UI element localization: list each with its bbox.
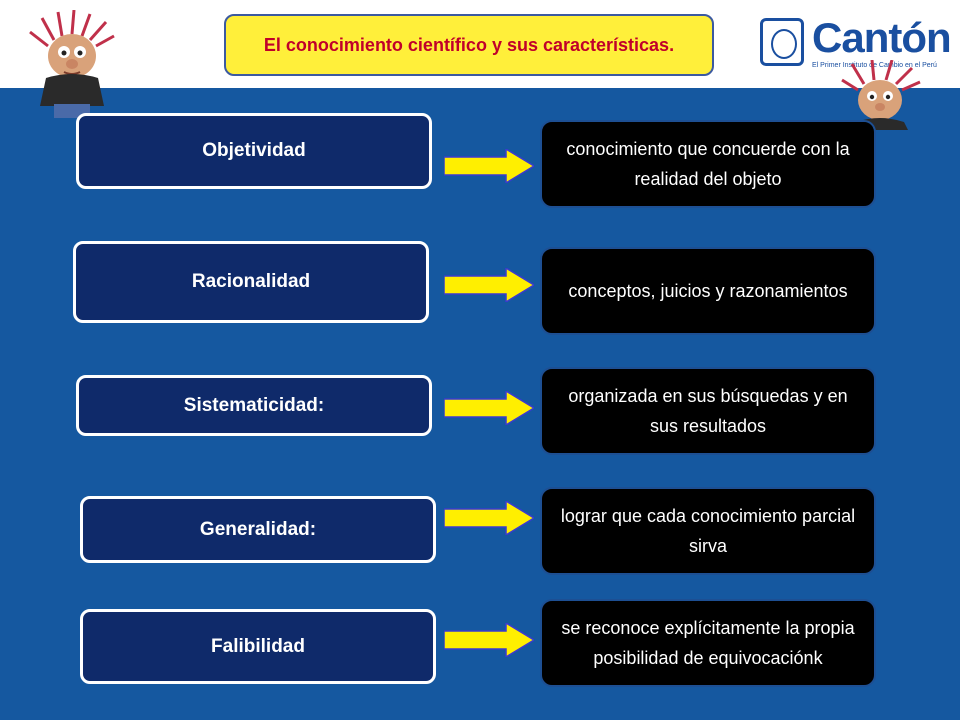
description-box-racionalidad: conceptos, juicios y razonamientos (540, 247, 876, 335)
arrow-right-icon (444, 268, 534, 302)
arrow-right-icon (444, 501, 534, 535)
description-text: organizada en sus búsquedas y en sus res… (568, 386, 848, 436)
term-label: Generalidad: (199, 518, 317, 540)
term-label: Falibilidad (211, 635, 305, 657)
logo-wordmark: Cantón (812, 14, 952, 61)
term-label: Sistematicidad: (183, 394, 325, 416)
description-box-falibilidad: se reconoce explícitamente la propia pos… (540, 599, 876, 687)
description-box-generalidad: lograr que cada conocimiento parcial sir… (540, 487, 876, 575)
description-text: conocimiento que concuerde con la realid… (566, 139, 850, 189)
mascot-character-left (29, 10, 115, 118)
term-box-objetividad: Objetividad (76, 113, 432, 189)
logo-tagline: El Primer Instituto de Cambio en el Perú (812, 62, 937, 69)
slide-title: El conocimiento científico y sus caracte… (224, 14, 714, 76)
arrow-right-icon (444, 391, 534, 425)
term-label: Objetividad (202, 140, 306, 161)
term-label: Racionalidad (191, 271, 311, 292)
term-box-sistematicidad: Sistematicidad: (76, 375, 432, 436)
term-box-racionalidad: Racionalidad (73, 241, 429, 323)
logo-seal (760, 18, 804, 66)
description-text: se reconoce explícitamente la propia pos… (561, 618, 855, 668)
description-box-objetividad: conocimiento que concuerde con la realid… (540, 120, 876, 208)
description-text: conceptos, juicios y razonamientos (568, 281, 848, 301)
logo: Cantón El Primer Instituto de Cambio en … (760, 14, 952, 74)
arrow-right-icon (444, 623, 534, 657)
description-text: lograr que cada conocimiento parcial sir… (560, 506, 856, 556)
term-box-generalidad: Generalidad: (80, 496, 436, 563)
term-box-falibilidad: Falibilidad (80, 609, 436, 684)
description-box-sistematicidad: organizada en sus búsquedas y en sus res… (540, 367, 876, 455)
arrow-right-icon (444, 149, 534, 183)
